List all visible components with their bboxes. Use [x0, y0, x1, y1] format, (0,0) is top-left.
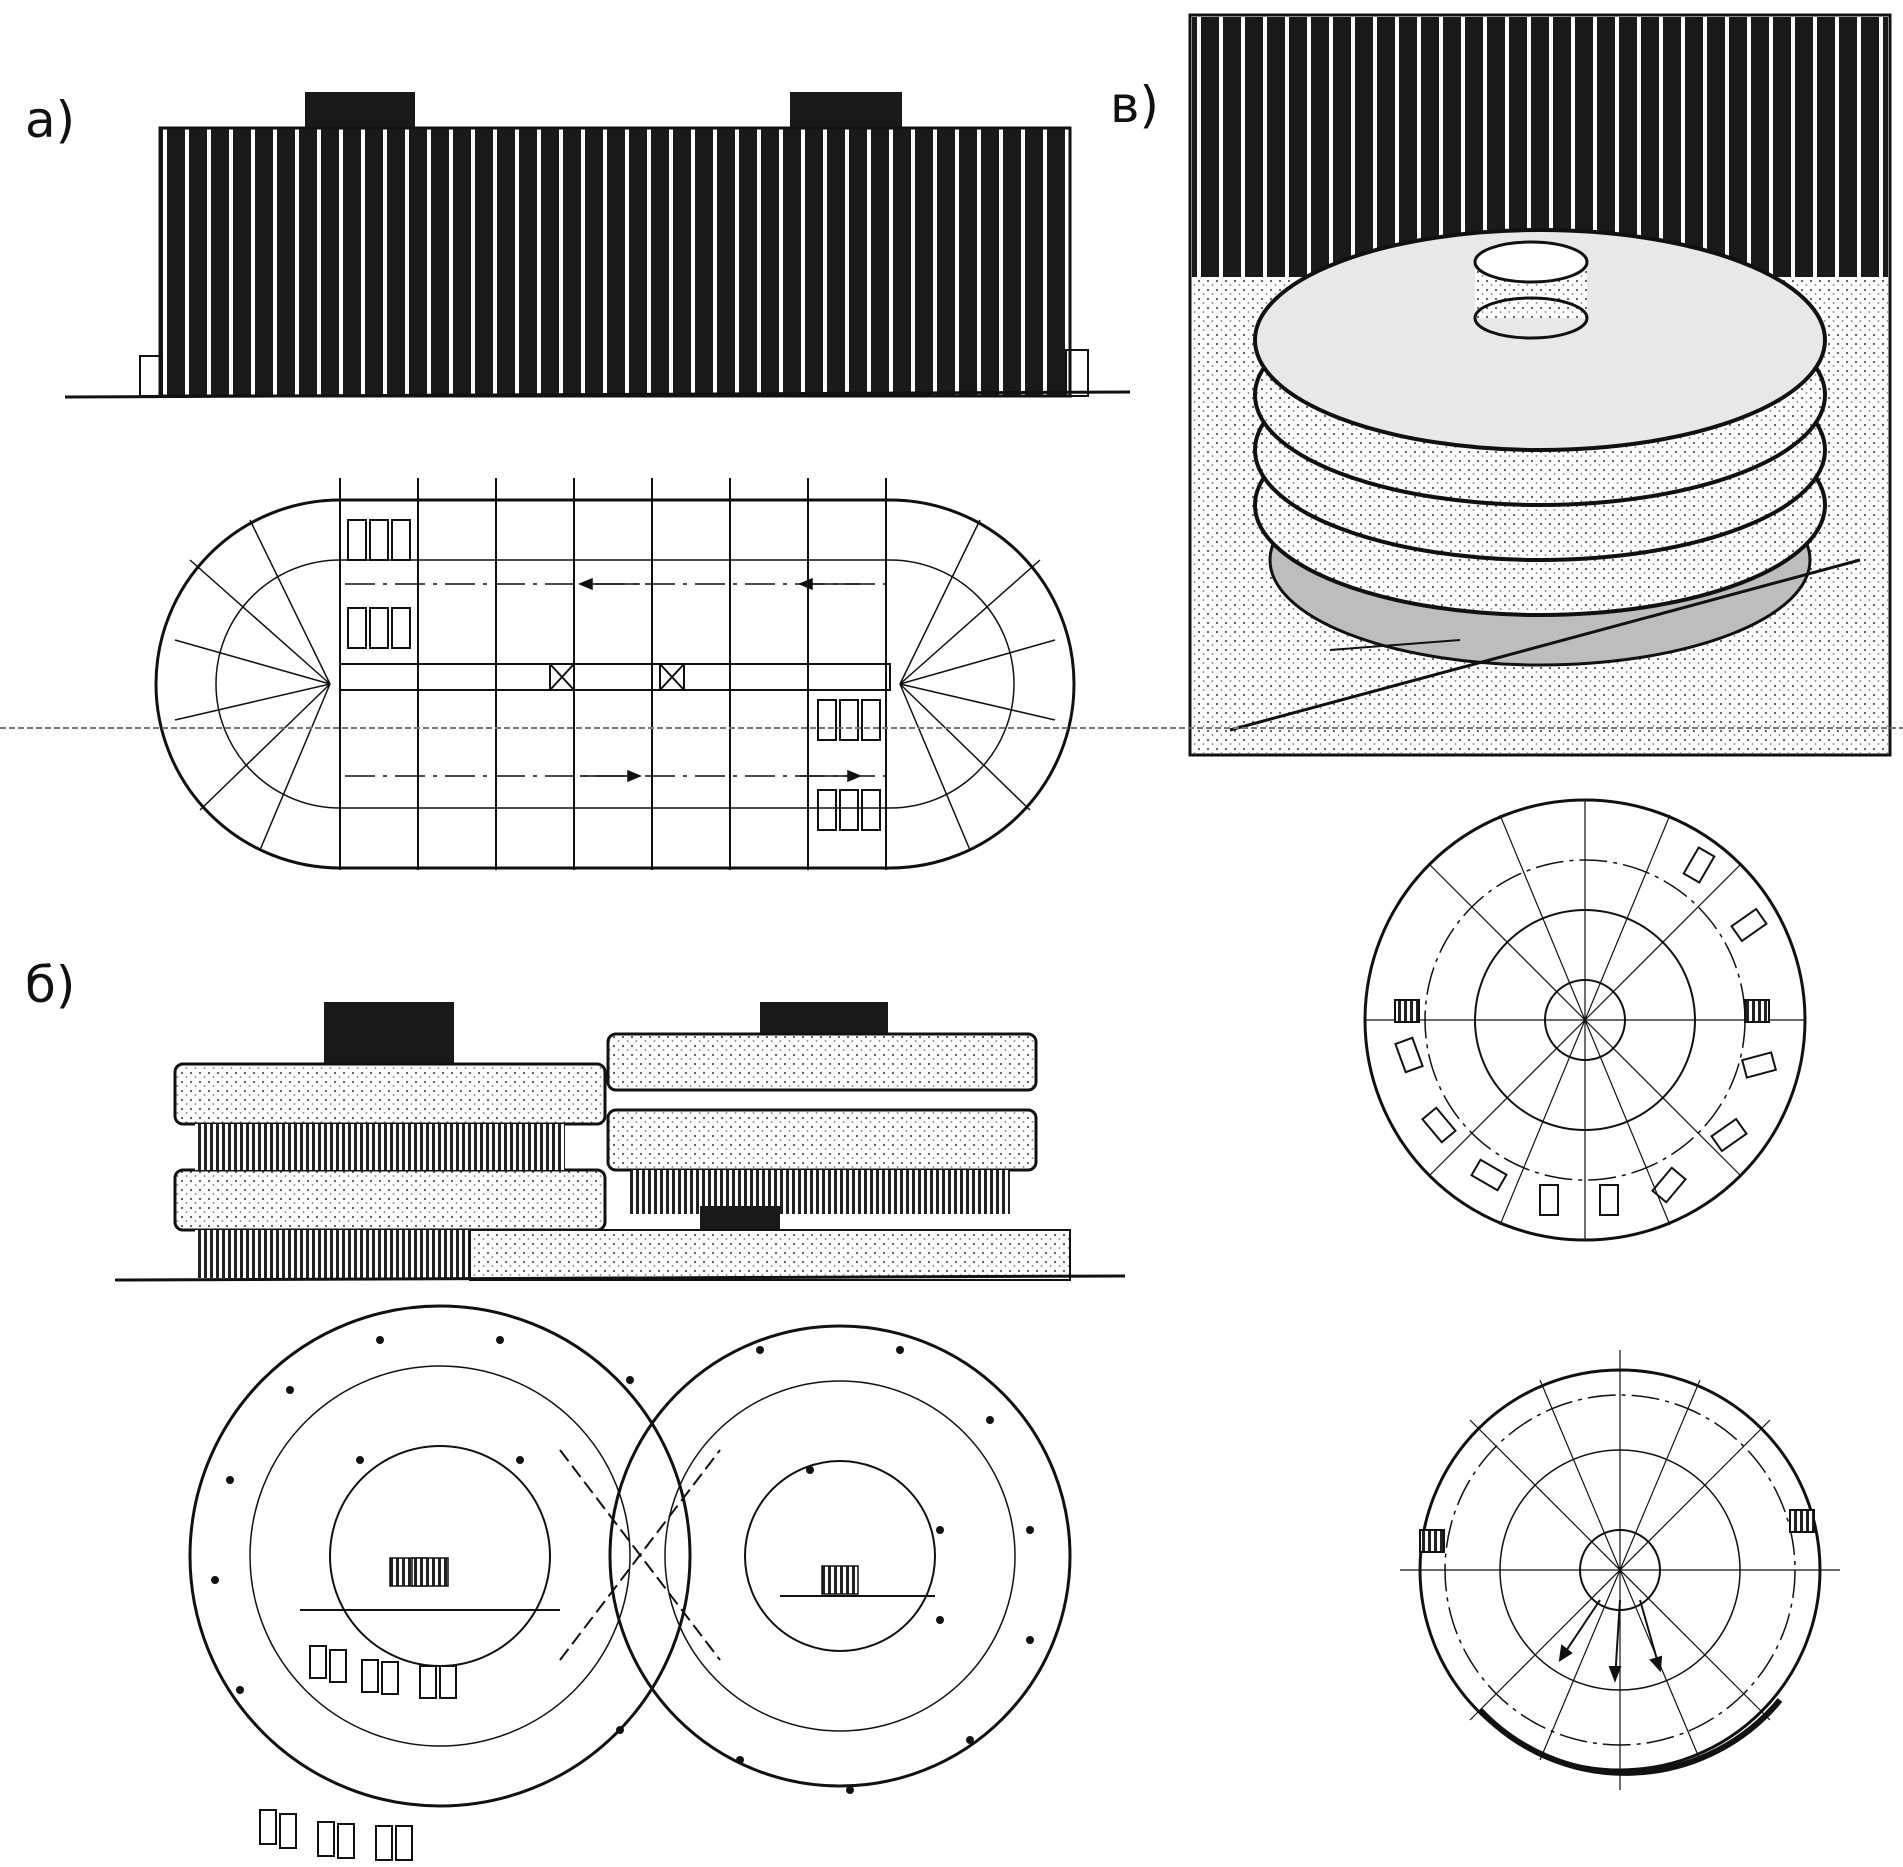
- ground-line: [64, 390, 1131, 399]
- label-a: а): [25, 91, 76, 149]
- plan-a: [154, 478, 1076, 870]
- ground-line: [114, 1274, 1126, 1282]
- perspective-v: [1188, 13, 1892, 757]
- label-b: б): [25, 956, 76, 1014]
- plan-b: [188, 1304, 1072, 1861]
- roof-structure-right: [790, 92, 902, 130]
- label-v: в): [1110, 76, 1159, 134]
- plan-v-upper: [1363, 798, 1807, 1242]
- roof-structure-left: [305, 92, 415, 130]
- elevation-b: [114, 1002, 1126, 1282]
- elevation-a: [64, 92, 1131, 399]
- plan-v-lower: [1400, 1350, 1840, 1790]
- facade: [158, 126, 1072, 398]
